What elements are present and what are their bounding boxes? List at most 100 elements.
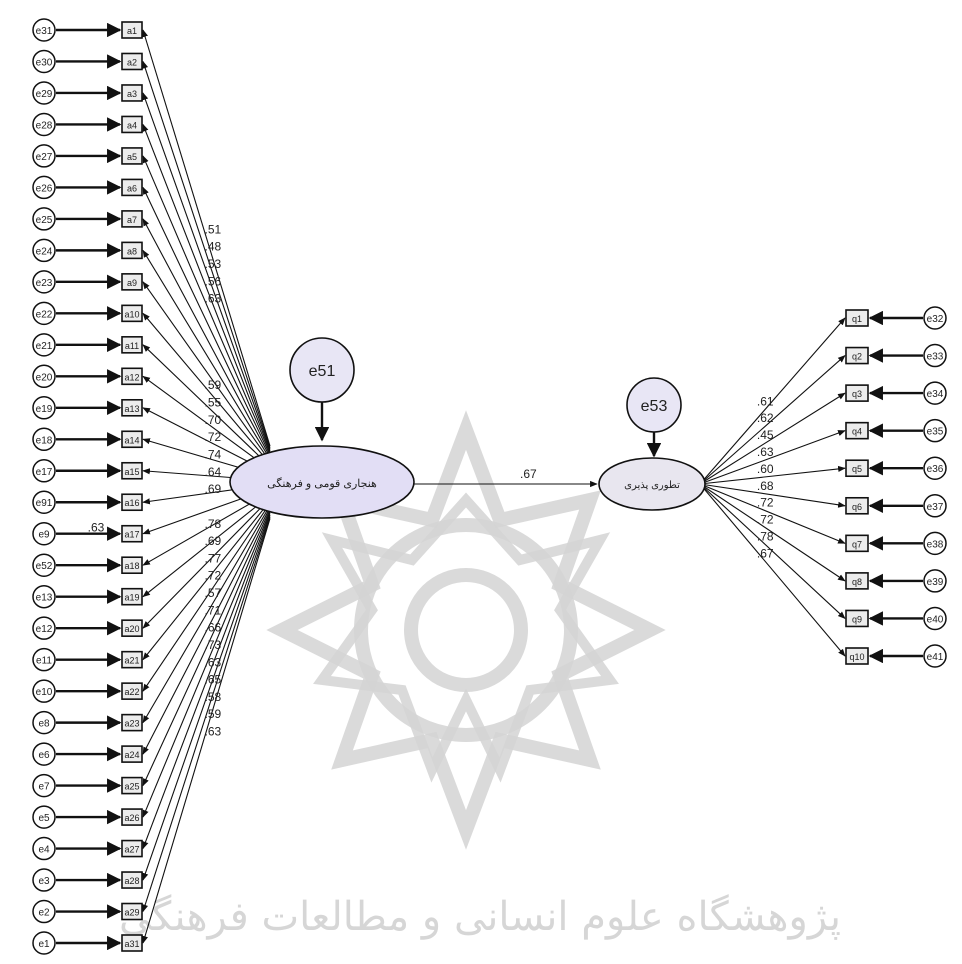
observed-label: a3 (127, 89, 137, 99)
error-node-e52: e52 (33, 554, 55, 576)
latent-right: تطوری پذیری e53 (599, 378, 705, 510)
observed-label: a20 (124, 624, 139, 634)
loading-value: .62 (757, 411, 774, 425)
error-label: e91 (36, 498, 53, 509)
observed-node-a31: a31 (122, 935, 142, 951)
error-node-e28: e28 (33, 113, 55, 135)
error-node-e24: e24 (33, 239, 55, 261)
observed-node-a15: a15 (122, 463, 142, 479)
observed-node-a29: a29 (122, 904, 142, 920)
observed-label: a31 (124, 939, 139, 949)
loading-value: .60 (757, 462, 774, 476)
observed-node-a27: a27 (122, 841, 142, 857)
observed-node-a10: a10 (122, 305, 142, 321)
observed-label: a10 (124, 309, 139, 319)
observed-label: a14 (124, 435, 139, 445)
observed-node-a9: a9 (122, 274, 142, 290)
error-node-e31: e31 (33, 19, 55, 41)
loading-value: .72 (757, 513, 774, 527)
observed-label: q7 (852, 539, 862, 549)
loading-value: .68 (757, 479, 774, 493)
loading-value: .77 (205, 551, 222, 565)
observed-label: a7 (127, 215, 137, 225)
observed-node-a23: a23 (122, 715, 142, 731)
residual-e53: e53 (641, 398, 668, 415)
observed-label: a26 (124, 813, 139, 823)
observed-label: a19 (124, 593, 139, 603)
error-node-e32: e32 (924, 307, 946, 329)
observed-label: a17 (124, 530, 139, 540)
observed-node-a3: a3 (122, 85, 142, 101)
error-label: e23 (36, 278, 53, 289)
loading-value: .69 (205, 482, 222, 496)
observed-node-q5: q5 (846, 460, 868, 476)
loading-value: .53 (205, 257, 222, 271)
error-label: e7 (38, 782, 50, 793)
loading-value: .72 (205, 569, 222, 583)
error-label: e10 (36, 687, 53, 698)
loading-value: .64 (205, 465, 222, 479)
error-node-e40: e40 (924, 607, 946, 629)
observed-node-a18: a18 (122, 557, 142, 573)
loading-value: .69 (205, 534, 222, 548)
observed-label: a21 (124, 656, 139, 666)
error-label: e29 (36, 89, 53, 100)
loading-value: .48 (205, 240, 222, 254)
observed-node-a22: a22 (122, 683, 142, 699)
latent-right-label: تطوری پذیری (624, 480, 680, 491)
observed-label: a25 (124, 782, 139, 792)
error-label: e25 (36, 215, 53, 226)
error-label: e4 (38, 845, 50, 856)
loading-value: .72 (757, 496, 774, 510)
error-label: e20 (36, 372, 53, 383)
observed-label: q4 (852, 427, 862, 437)
error-label: e28 (36, 120, 53, 131)
observed-label: a18 (124, 561, 139, 571)
error-label: e31 (36, 26, 53, 37)
observed-label: q3 (852, 389, 862, 399)
observed-node-q4: q4 (846, 423, 868, 439)
error-node-e19: e19 (33, 397, 55, 419)
structural-coefficient: .67 (520, 467, 537, 481)
observed-label: a27 (124, 845, 139, 855)
error-label: e8 (38, 719, 50, 730)
observed-node-a20: a20 (122, 620, 142, 636)
error-label: e40 (927, 614, 944, 625)
observed-label: q8 (852, 577, 862, 587)
error-node-e12: e12 (33, 617, 55, 639)
error-node-e29: e29 (33, 82, 55, 104)
error-node-e91: e91 (33, 491, 55, 513)
observed-node-q1: q1 (846, 310, 868, 326)
error-label: e22 (36, 309, 53, 320)
observed-node-a5: a5 (122, 148, 142, 164)
observed-label: a13 (124, 404, 139, 414)
observed-node-a2: a2 (122, 53, 142, 69)
error-label: e41 (927, 652, 944, 663)
observed-label: q1 (852, 314, 862, 324)
error-label: e11 (36, 656, 52, 667)
loading-value: .55 (205, 396, 222, 410)
observed-label: a8 (127, 246, 137, 256)
observed-label: a6 (127, 183, 137, 193)
error-label: e21 (36, 341, 53, 352)
observed-node-q6: q6 (846, 498, 868, 514)
loading-value: .66 (205, 621, 222, 635)
error-node-e23: e23 (33, 271, 55, 293)
error-label: e2 (38, 908, 50, 919)
error-node-e39: e39 (924, 570, 946, 592)
error-node-e33: e33 (924, 345, 946, 367)
observed-label: q10 (849, 652, 864, 662)
loading-value: .70 (205, 413, 222, 427)
error-node-e37: e37 (924, 495, 946, 517)
observed-node-a21: a21 (122, 652, 142, 668)
error-node-e4: e4 (33, 838, 55, 860)
loading-value: .63 (205, 725, 222, 739)
error-node-e7: e7 (33, 775, 55, 797)
observed-node-a6: a6 (122, 179, 142, 195)
observed-label: q5 (852, 464, 862, 474)
error-node-e41: e41 (924, 645, 946, 667)
error-node-e18: e18 (33, 428, 55, 450)
observed-node-a25: a25 (122, 778, 142, 794)
observed-node-a8: a8 (122, 242, 142, 258)
observed-label: a11 (125, 341, 139, 351)
